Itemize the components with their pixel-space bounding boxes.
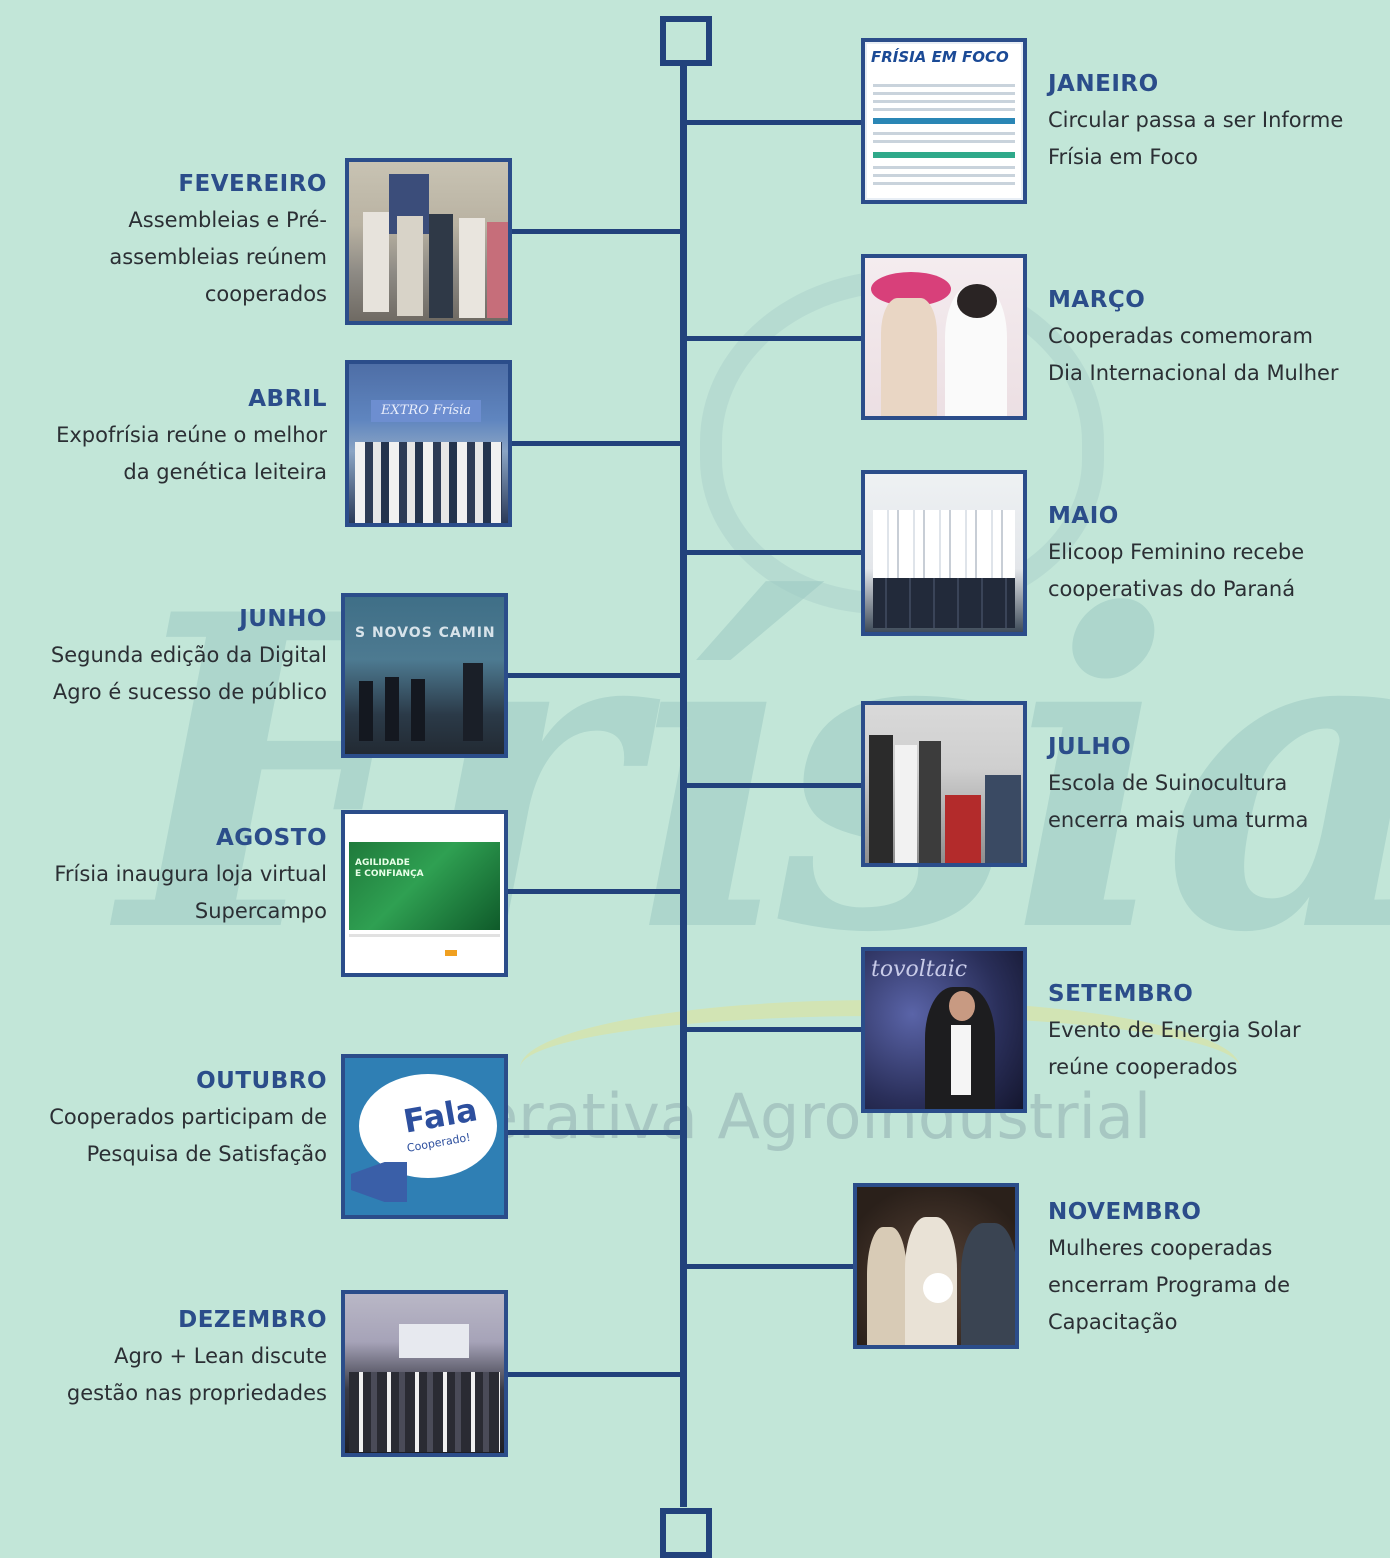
event-maio: MAIO Elicoop Feminino recebe cooperativa… xyxy=(1048,498,1304,608)
event-month: FEVEREIRO xyxy=(178,171,327,197)
event-desc-line: reúne cooperados xyxy=(1048,1055,1238,1079)
event-desc-line: Cooperadas comemoram xyxy=(1048,324,1313,348)
event-desc-line: encerra mais uma turma xyxy=(1048,808,1309,832)
watermark-subtitle: erativa Agroindustrial xyxy=(480,1080,1152,1153)
event-junho: JUNHO Segunda edição da Digital Agro é s… xyxy=(51,601,327,711)
event-desc-line: gestão nas propriedades xyxy=(66,1381,327,1405)
event-month: ABRIL xyxy=(248,386,327,412)
connector-janeiro xyxy=(687,120,862,125)
connector-abril xyxy=(510,441,682,446)
event-month: MARÇO xyxy=(1048,287,1146,313)
event-fevereiro: FEVEREIRO Assembleias e Pré- assembleias… xyxy=(109,166,327,313)
photo-setembro-energia-solar: tovoltaic xyxy=(861,947,1027,1113)
event-desc-line: Cooperados participam de xyxy=(49,1105,327,1129)
event-desc-line: cooperados xyxy=(204,282,327,306)
event-marco: MARÇO Cooperadas comemoram Dia Internaci… xyxy=(1048,282,1339,392)
photo-janeiro-newsletter: FRÍSIA EM FOCO xyxy=(861,38,1027,204)
event-month: JANEIRO xyxy=(1048,71,1159,97)
event-desc-line: Pesquisa de Satisfação xyxy=(86,1142,327,1166)
event-desc-line: Segunda edição da Digital xyxy=(50,643,327,667)
photo-outubro-fala-cooperado: Fala Cooperado! xyxy=(341,1054,508,1219)
timeline-spine xyxy=(680,62,687,1507)
event-desc-line: Frísia inaugura loja virtual xyxy=(54,862,327,886)
event-desc-line: Frísia em Foco xyxy=(1048,145,1198,169)
event-month: AGOSTO xyxy=(215,825,327,851)
connector-fevereiro xyxy=(510,229,682,234)
connector-junho xyxy=(505,673,682,678)
connector-julho xyxy=(687,783,862,788)
event-desc-line: Dia Internacional da Mulher xyxy=(1048,361,1339,385)
connector-marco xyxy=(687,336,862,341)
connector-maio xyxy=(687,550,862,555)
event-desc-line: encerram Programa de xyxy=(1048,1273,1290,1297)
event-month: JUNHO xyxy=(239,606,327,632)
photo-abril-expofrisia: EXTRO Frísia xyxy=(345,360,512,527)
event-dezembro: DEZEMBRO Agro + Lean discute gestão nas … xyxy=(67,1302,327,1412)
photo-marco-mulher xyxy=(861,254,1027,420)
event-desc-line: Assembleias e Pré- xyxy=(128,208,327,232)
event-month: SETEMBRO xyxy=(1048,981,1194,1007)
event-month: NOVEMBRO xyxy=(1048,1199,1202,1225)
event-desc-line: Elicoop Feminino recebe xyxy=(1048,540,1305,564)
photo-novembro-capacitacao xyxy=(853,1183,1019,1349)
event-desc-line: Escola de Suinocultura xyxy=(1048,771,1288,795)
photo-dezembro-agro-lean xyxy=(341,1290,508,1457)
event-desc-line: Agro é sucesso de público xyxy=(52,680,327,704)
event-month: JULHO xyxy=(1048,734,1132,760)
photo-fevereiro-assembleias xyxy=(345,158,512,325)
event-janeiro: JANEIRO Circular passa a ser Informe Frí… xyxy=(1048,66,1343,176)
timeline-bottom-cap xyxy=(660,1508,712,1558)
event-julho: JULHO Escola de Suinocultura encerra mai… xyxy=(1048,729,1308,839)
event-novembro: NOVEMBRO Mulheres cooperadas encerram Pr… xyxy=(1048,1194,1290,1341)
photo-junho-digital-agro: S NOVOS CAMIN xyxy=(341,593,508,758)
connector-setembro xyxy=(687,1027,862,1032)
event-desc-line: assembleias reúnem xyxy=(109,245,327,269)
event-desc-line: Supercampo xyxy=(194,899,327,923)
connector-novembro xyxy=(687,1264,854,1269)
event-desc-line: Circular passa a ser Informe xyxy=(1048,108,1344,132)
watermark-logo-word: Frísia xyxy=(120,522,1390,1027)
event-desc-line: Mulheres cooperadas xyxy=(1048,1236,1273,1260)
connector-agosto xyxy=(505,889,682,894)
newsletter-title: FRÍSIA EM FOCO xyxy=(871,48,1009,66)
timeline-top-cap xyxy=(660,16,712,66)
event-desc-line: Evento de Energia Solar xyxy=(1048,1018,1301,1042)
event-setembro: SETEMBRO Evento de Energia Solar reúne c… xyxy=(1048,976,1301,1086)
event-month: OUTUBRO xyxy=(196,1068,327,1094)
event-month: MAIO xyxy=(1048,503,1119,529)
event-desc-line: Expofrísia reúne o melhor xyxy=(56,423,327,447)
event-agosto: AGOSTO Frísia inaugura loja virtual Supe… xyxy=(54,820,327,930)
event-desc-line: Agro + Lean discute xyxy=(114,1344,327,1368)
event-desc-line: cooperativas do Paraná xyxy=(1048,577,1296,601)
photo-julho-suinocultura xyxy=(861,701,1027,867)
event-outubro: OUTUBRO Cooperados participam de Pesquis… xyxy=(49,1063,327,1173)
connector-dezembro xyxy=(505,1372,682,1377)
event-month: DEZEMBRO xyxy=(178,1307,327,1333)
event-desc-line: Capacitação xyxy=(1048,1310,1178,1334)
connector-outubro xyxy=(505,1130,682,1135)
photo-maio-elicoop xyxy=(861,470,1027,636)
event-abril: ABRIL Expofrísia reúne o melhor da genét… xyxy=(56,381,327,491)
event-desc-line: da genética leiteira xyxy=(123,460,327,484)
